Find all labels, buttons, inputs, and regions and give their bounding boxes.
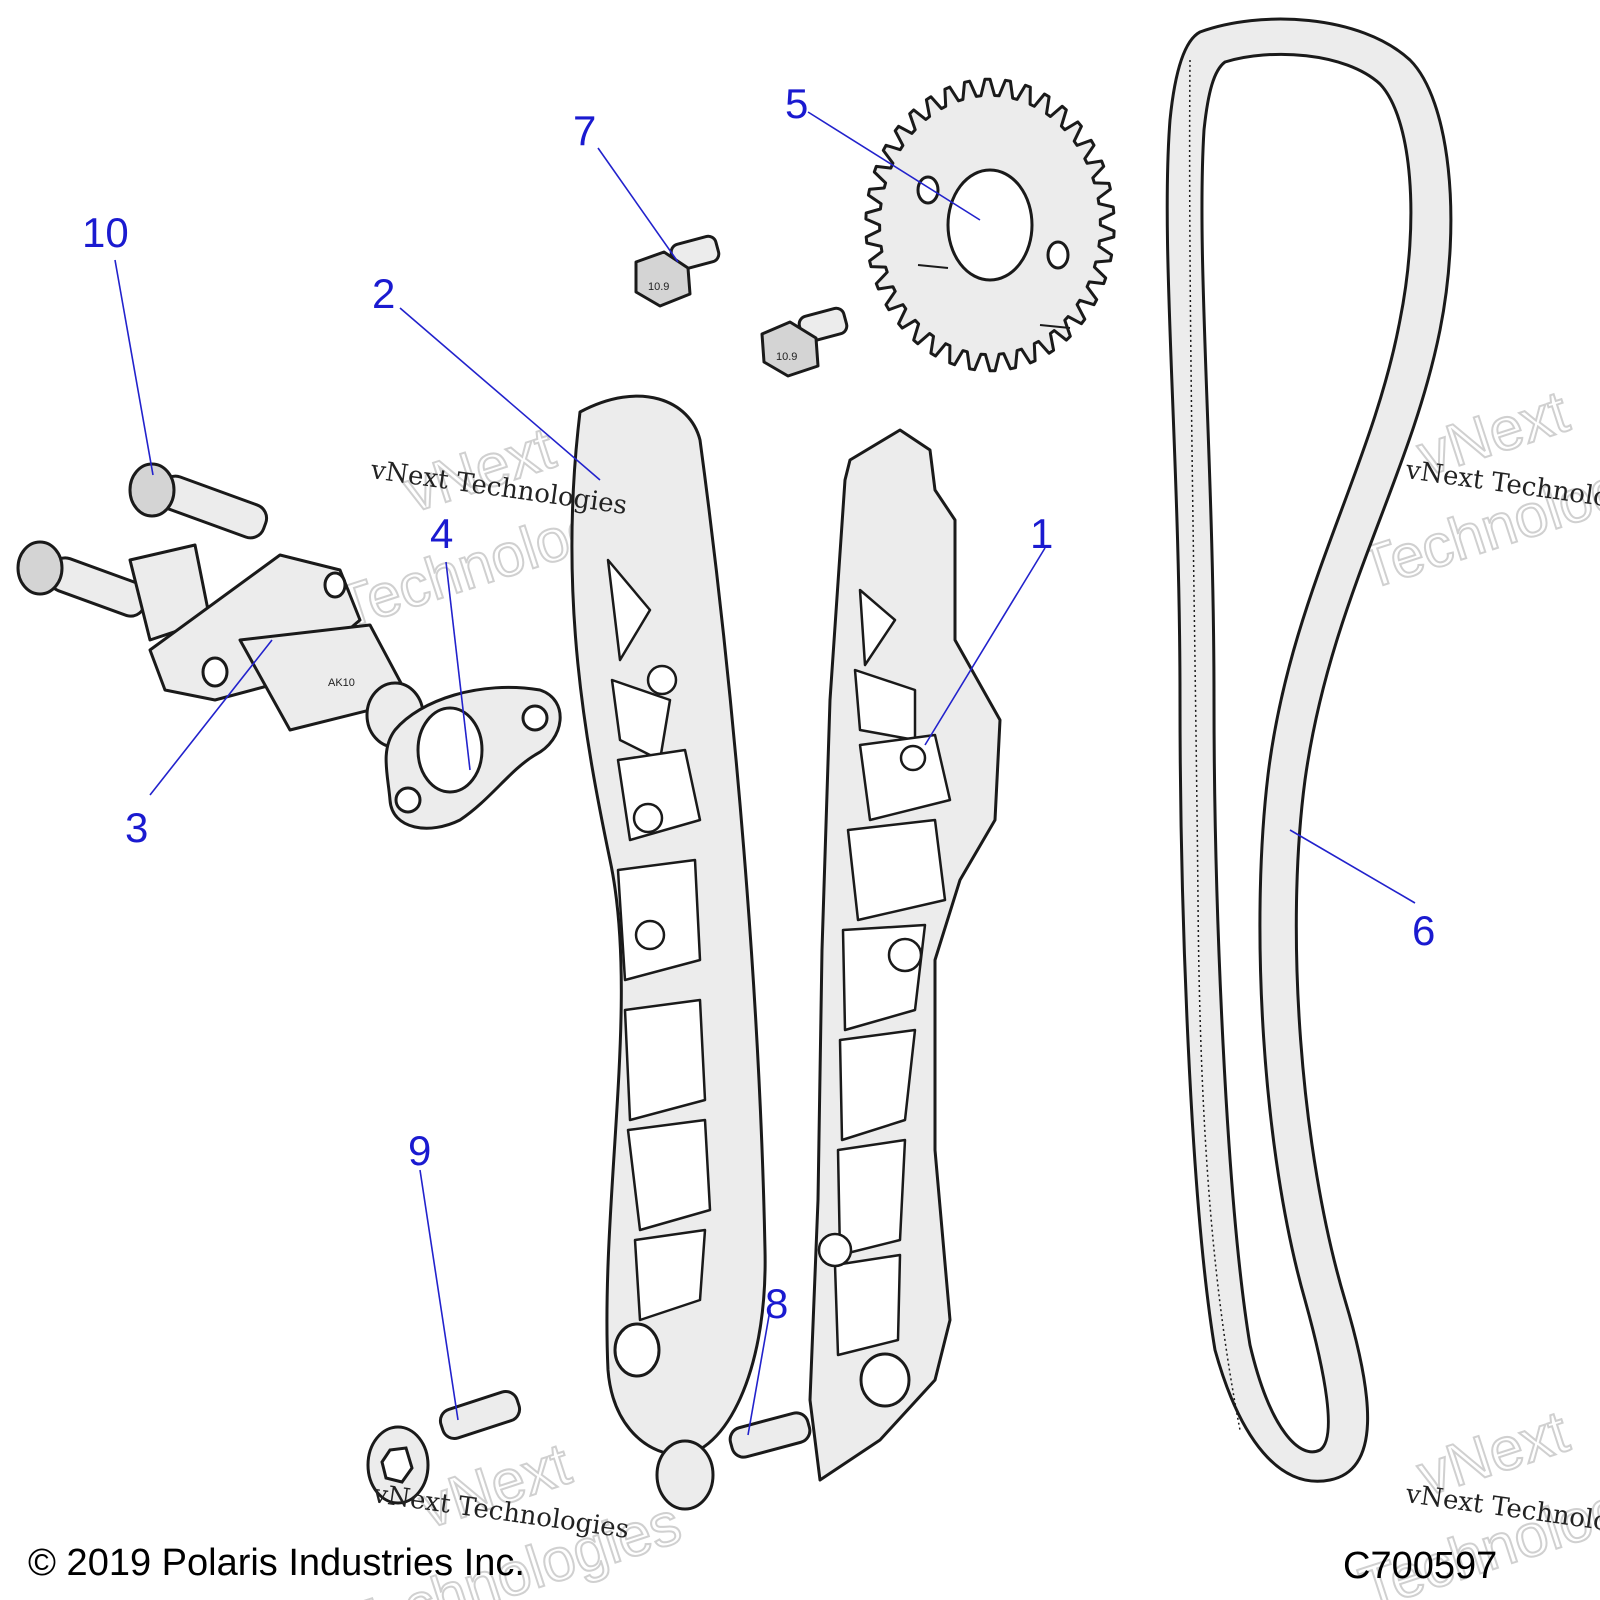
tensioner-bolt-upper <box>128 462 269 540</box>
chain-guide-right <box>808 428 1002 1482</box>
cam-sprocket <box>864 77 1116 373</box>
leader-line-10 <box>114 259 154 476</box>
sprocket-bolt-upper: 10.9 <box>634 234 721 308</box>
tensioner-marking: AK10 <box>328 677 355 689</box>
callout-5: 5 <box>785 80 808 127</box>
figure-id: C700597 <box>1343 1545 1497 1587</box>
bolt-grade-mark: 10.9 <box>648 281 669 293</box>
leader-line-5 <box>807 111 981 221</box>
bolt-grade-mark: 10.9 <box>776 351 797 363</box>
callout-labels: 1 2 3 4 5 6 7 8 9 10 <box>82 80 1435 1327</box>
chain-guide-left <box>570 394 767 1457</box>
callout-3: 3 <box>125 804 148 851</box>
leader-line-1 <box>924 547 1046 746</box>
leader-line-8 <box>747 1309 771 1436</box>
timing-chain <box>1165 17 1453 1483</box>
callout-4: 4 <box>430 510 453 557</box>
leader-line-9 <box>419 1169 459 1421</box>
leader-line-4 <box>445 561 471 771</box>
copyright-text: © 2019 Polaris Industries Inc. <box>28 1542 525 1584</box>
leader-line-2 <box>399 307 601 481</box>
guide-bolt <box>655 1411 812 1511</box>
callout-10: 10 <box>82 209 129 256</box>
sprocket-bolt-lower: 10.9 <box>760 306 849 378</box>
leader-lines <box>114 111 1416 1436</box>
guide-pivot-bolt <box>366 1389 522 1505</box>
callout-9: 9 <box>408 1127 431 1174</box>
cam-chain-tensioner: AK10 <box>128 543 425 749</box>
leader-line-3 <box>149 639 273 796</box>
tensioner-bolt-lower <box>16 540 149 618</box>
callout-7: 7 <box>573 107 596 154</box>
callout-1: 1 <box>1030 510 1053 557</box>
callout-2: 2 <box>372 270 395 317</box>
leader-line-7 <box>597 147 679 263</box>
leader-line-6 <box>1289 829 1416 904</box>
callout-6: 6 <box>1412 907 1435 954</box>
callout-8: 8 <box>765 1280 788 1327</box>
